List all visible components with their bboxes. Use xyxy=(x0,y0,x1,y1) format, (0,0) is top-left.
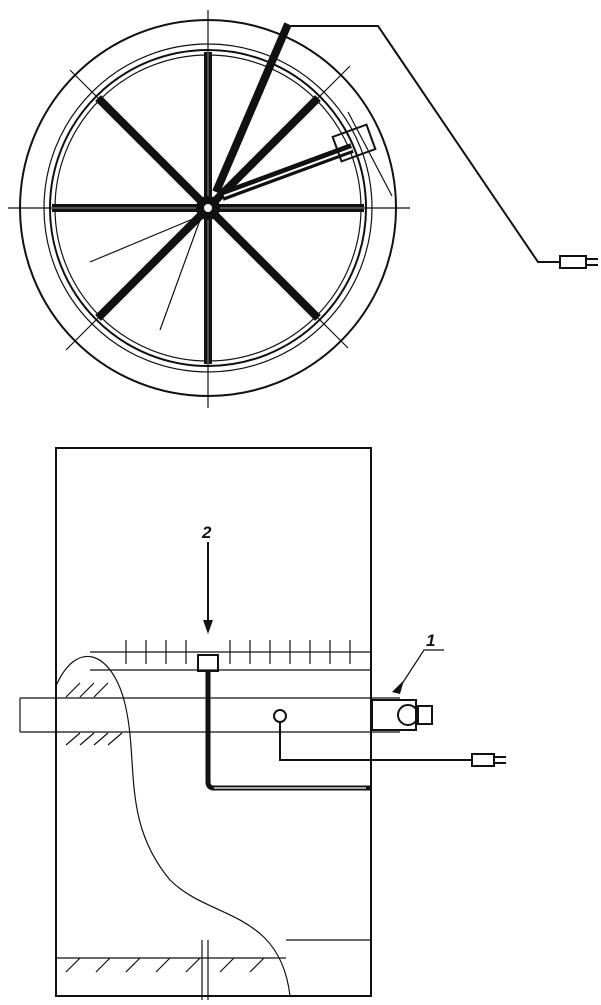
extension-ne xyxy=(317,65,351,99)
probe-node xyxy=(273,709,287,723)
callout-2-arrowhead xyxy=(203,620,213,634)
probe-cable xyxy=(279,722,472,761)
extension-sw xyxy=(65,317,99,351)
top-view xyxy=(8,10,598,408)
vessel-outline xyxy=(55,447,372,997)
sensor-block xyxy=(197,654,219,672)
extension-nw xyxy=(69,69,99,99)
heater-fitting xyxy=(331,123,377,163)
callout-1-leader xyxy=(397,649,444,691)
side-fitting xyxy=(371,699,417,731)
side-fitting-cap xyxy=(417,705,433,725)
rail-ticks xyxy=(125,640,351,664)
side-plug xyxy=(471,753,495,767)
wire-lower-left-1 xyxy=(89,215,201,263)
top-plug xyxy=(559,255,587,269)
extension-se xyxy=(317,317,349,349)
hatching-left xyxy=(65,682,123,746)
heater-rod-core xyxy=(223,148,353,197)
section-break xyxy=(55,655,291,997)
sensor-cable xyxy=(205,671,370,791)
callout-1-arrowhead xyxy=(392,680,404,694)
fitting-bracket xyxy=(347,111,393,197)
top-cable xyxy=(290,25,560,263)
hub-center xyxy=(204,204,212,212)
callout-1-label: 1 xyxy=(426,631,435,650)
hatching-bottom xyxy=(65,957,265,973)
wire-lower-left-2 xyxy=(159,219,201,331)
side-view: 2 1 xyxy=(19,447,506,1000)
callout-2-label: 2 xyxy=(201,523,212,542)
spoke-diagonal-c xyxy=(212,22,292,194)
